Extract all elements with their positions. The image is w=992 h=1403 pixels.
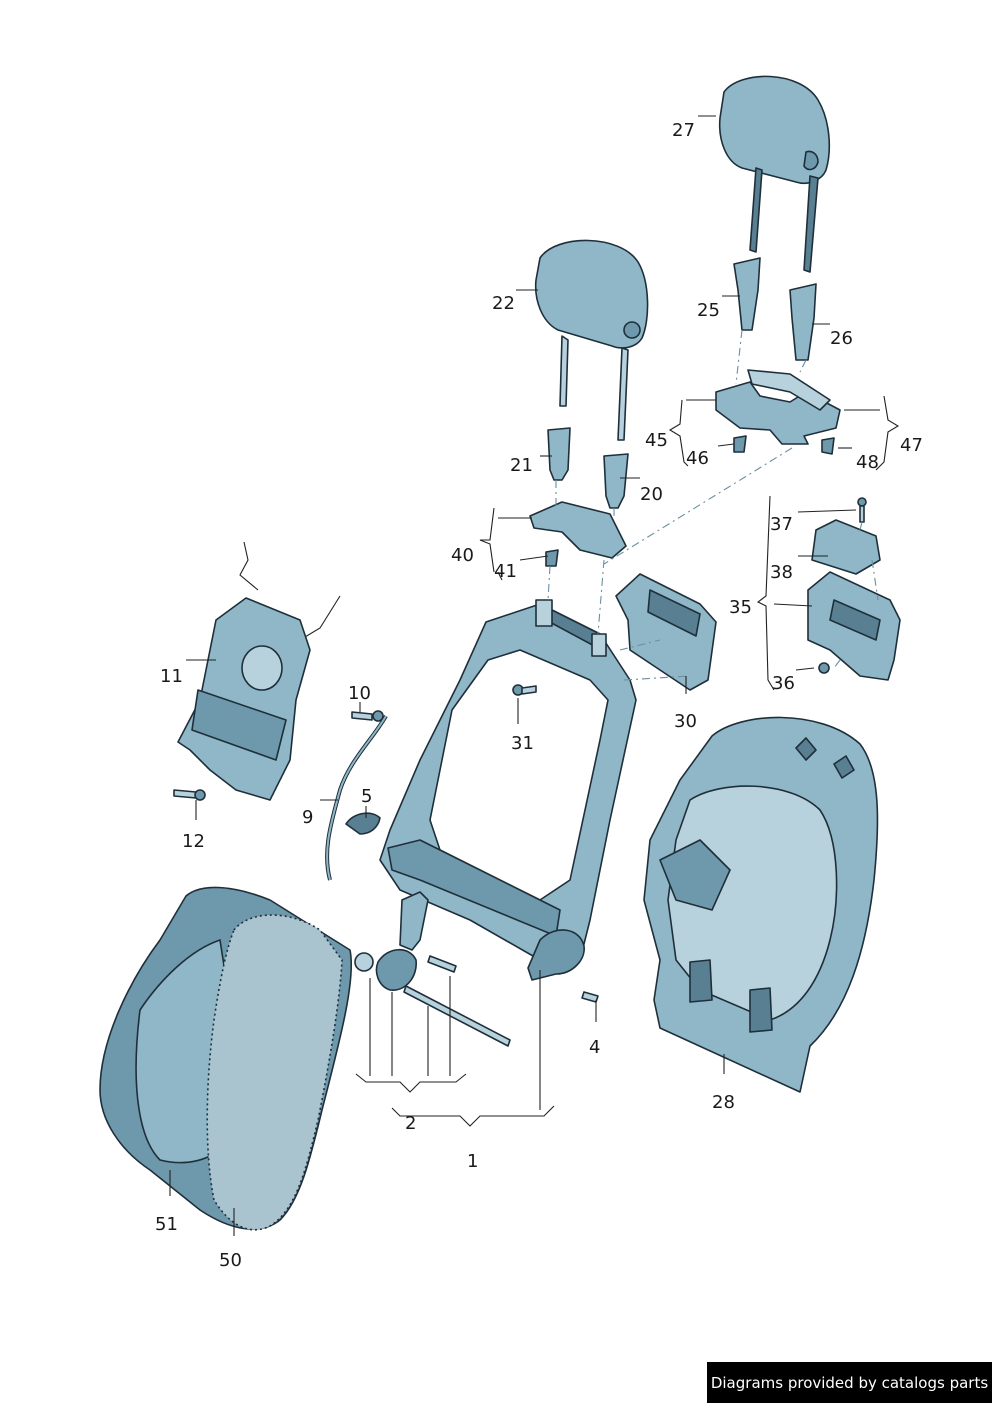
label-21: 21 bbox=[510, 455, 533, 476]
cover-40 bbox=[529, 501, 627, 567]
label-22: 22 bbox=[492, 293, 515, 314]
backrest-cover-50 bbox=[206, 914, 343, 1231]
part-labels: 27 25 26 22 21 20 45 46 47 48 40 41 37 3… bbox=[155, 120, 923, 1271]
guide-20 bbox=[603, 453, 629, 509]
clip-10 bbox=[351, 710, 384, 722]
label-9: 9 bbox=[302, 807, 313, 828]
label-26: 26 bbox=[830, 328, 853, 349]
backrest-panel-28 bbox=[643, 716, 879, 1093]
attribution-footer: Diagrams provided by catalogs parts bbox=[707, 1362, 992, 1403]
label-2: 2 bbox=[405, 1113, 416, 1134]
headrest-27 bbox=[718, 75, 831, 273]
screw-31 bbox=[512, 684, 537, 696]
label-10: 10 bbox=[348, 683, 371, 704]
screw-12 bbox=[173, 789, 206, 801]
trim-5 bbox=[345, 812, 381, 835]
label-50: 50 bbox=[219, 1250, 242, 1271]
label-36: 36 bbox=[772, 673, 795, 694]
label-31: 31 bbox=[511, 733, 534, 754]
side-bracket bbox=[527, 929, 585, 981]
bracket-35 bbox=[807, 571, 901, 681]
label-20: 20 bbox=[640, 484, 663, 505]
screw-36 bbox=[818, 662, 830, 674]
label-38: 38 bbox=[770, 562, 793, 583]
label-1: 1 bbox=[467, 1151, 478, 1172]
label-51: 51 bbox=[155, 1214, 178, 1235]
label-12: 12 bbox=[182, 831, 205, 852]
lumbar-mat-11 bbox=[177, 541, 341, 801]
guide-26 bbox=[789, 283, 817, 361]
label-25: 25 bbox=[697, 300, 720, 321]
guide-25 bbox=[733, 257, 761, 331]
label-48: 48 bbox=[856, 452, 879, 473]
cover-45 bbox=[715, 369, 841, 455]
guide-21 bbox=[547, 427, 571, 481]
headrest-22 bbox=[534, 239, 649, 441]
label-30: 30 bbox=[674, 711, 697, 732]
label-5: 5 bbox=[361, 786, 372, 807]
assembly-lines bbox=[547, 329, 879, 681]
leader-lines bbox=[169, 115, 900, 1236]
bracket-30 bbox=[615, 573, 717, 691]
label-45: 45 bbox=[645, 430, 668, 451]
label-41: 41 bbox=[494, 561, 517, 582]
label-40: 40 bbox=[451, 545, 474, 566]
label-37: 37 bbox=[770, 514, 793, 535]
label-46: 46 bbox=[686, 448, 709, 469]
label-28: 28 bbox=[712, 1092, 735, 1113]
screw-37 bbox=[857, 497, 867, 523]
label-4: 4 bbox=[589, 1037, 600, 1058]
recliner-motor-2 bbox=[354, 891, 511, 1047]
label-27: 27 bbox=[672, 120, 695, 141]
label-35: 35 bbox=[729, 597, 752, 618]
housing-38 bbox=[811, 519, 881, 575]
label-11: 11 bbox=[160, 666, 183, 687]
bowden-cable-9 bbox=[325, 714, 388, 881]
label-47: 47 bbox=[900, 435, 923, 456]
